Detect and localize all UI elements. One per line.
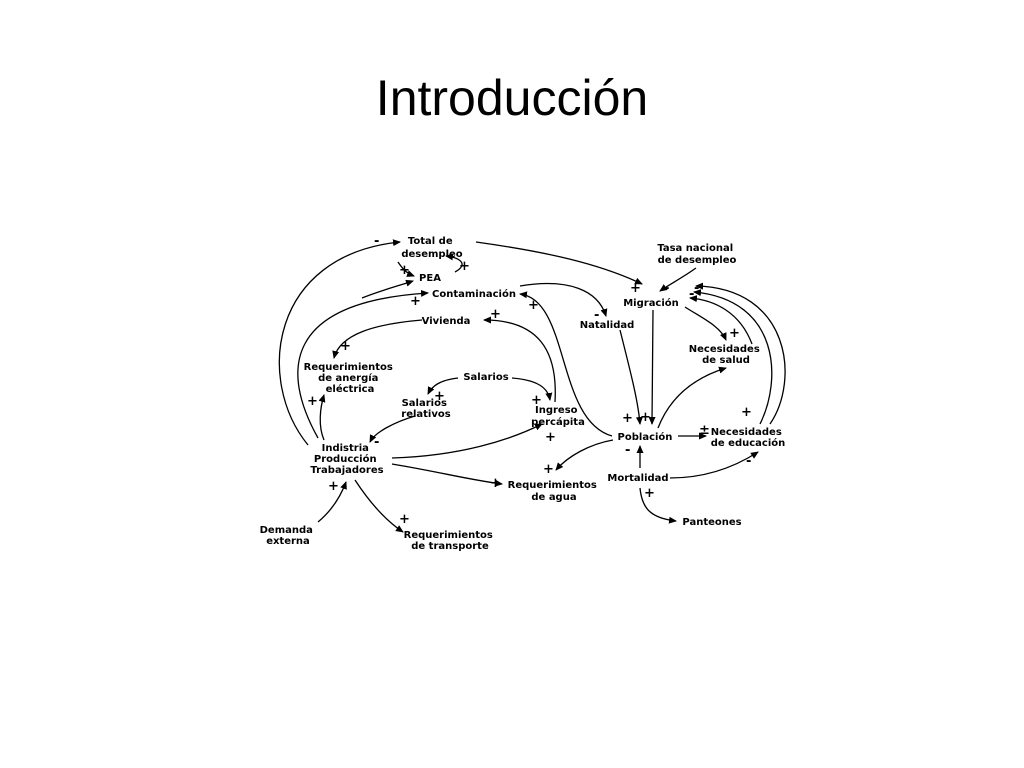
link-industria-req-transporte	[354, 479, 404, 533]
sign-plus: +	[434, 389, 445, 404]
link-poblacion-necesidades-salud	[657, 366, 727, 429]
sign-minus: -	[694, 281, 699, 296]
node-demanda-externa: Demanda externa	[260, 525, 317, 547]
node-salarios: Salarios	[463, 372, 508, 383]
link-migracion-poblacion	[648, 309, 656, 425]
sign-plus: +	[399, 512, 410, 527]
node-total-desempleo: Total de desempleo	[401, 236, 462, 260]
link-mortalidad-necesidades-educacion	[669, 451, 759, 479]
link-natalidad-poblacion	[619, 329, 643, 425]
sign-plus: +	[459, 259, 470, 274]
link-contaminacion-natalidad	[519, 282, 608, 317]
sign-plus: +	[630, 281, 641, 296]
node-req-energia: Requerimientos de anergía eléctrica	[304, 362, 397, 395]
sign-plus: +	[307, 394, 318, 409]
link-necesidades-educacion-migracion	[693, 289, 773, 425]
link-necesidades-salud-migracion	[689, 295, 753, 345]
node-necesidades-educacion: Necesidades de educación	[711, 427, 786, 449]
node-industria: Indistria Producción Trabajadores	[310, 443, 383, 476]
sign-plus: +	[399, 263, 410, 278]
node-natalidad: Natalidad	[580, 320, 635, 331]
sign-plus: +	[640, 410, 651, 425]
sign-plus: +	[644, 486, 655, 501]
node-req-transporte: Requerimientos de transporte	[404, 530, 497, 552]
node-req-agua: Requerimientos de agua	[508, 480, 601, 503]
sign-plus: +	[528, 298, 539, 313]
node-ingreso-percapita: Ingreso percápita	[531, 405, 585, 428]
link-necesidades-educacion-migracion-outer	[695, 282, 786, 425]
link-total-desempleo-migracion	[475, 241, 643, 285]
sign-minus: -	[625, 443, 630, 458]
sign-plus: +	[328, 479, 339, 494]
polarity-signs: - + + + + + + - - - - + + + + + + + + - …	[307, 234, 752, 527]
diagram-nodes: Total de desempleo PEA Tasa nacional de …	[260, 236, 786, 552]
node-salarios-relativos: Salarios relativos	[401, 398, 450, 420]
sign-minus: -	[664, 281, 669, 296]
sign-plus: +	[490, 476, 501, 491]
link-demanda-industria	[317, 481, 347, 523]
node-pea: PEA	[419, 273, 441, 284]
link-salarios-relativos-industria	[369, 415, 416, 443]
node-migracion: Migración	[623, 297, 679, 309]
link-poblacion-req-agua	[555, 439, 614, 471]
node-mortalidad: Mortalidad	[607, 473, 668, 484]
link-industria-req-energia	[318, 394, 326, 441]
link-pea-total-desempleo	[445, 253, 463, 273]
sign-minus: -	[374, 435, 379, 450]
link-industria-ingreso	[391, 423, 543, 459]
link-salarios-ingreso	[511, 377, 553, 401]
link-ingreso-vivienda	[483, 316, 556, 403]
sign-minus: -	[746, 454, 751, 469]
link-industria-req-agua	[391, 463, 503, 487]
node-contaminacion: Contaminación	[432, 288, 516, 300]
sign-plus: +	[543, 462, 554, 477]
sign-plus: +	[410, 294, 421, 309]
sign-plus: +	[340, 339, 351, 354]
link-industria-pea	[361, 279, 414, 299]
sign-plus: +	[531, 393, 542, 408]
sign-plus: +	[490, 307, 501, 322]
sign-plus: +	[622, 411, 633, 426]
page-title: Introducción	[375, 70, 649, 126]
sign-plus: +	[729, 326, 740, 341]
node-panteones: Panteones	[682, 517, 741, 528]
sign-plus-minus: ±	[699, 423, 710, 438]
node-vivienda: Vivienda	[422, 316, 471, 327]
link-poblacion-contaminacion	[519, 291, 613, 437]
sign-plus: +	[741, 405, 752, 420]
node-necesidades-salud: Necesidades de salud	[689, 344, 764, 366]
link-industria-contaminacion	[297, 289, 429, 439]
link-industria-total-desempleo	[278, 239, 401, 446]
link-salarios-salarios-relativos	[427, 377, 459, 395]
sign-minus: -	[689, 287, 694, 302]
node-tasa-nacional-desempleo: Tasa nacional de desempleo	[657, 243, 736, 266]
link-vivienda-req-energia	[332, 319, 423, 359]
link-tasa-migracion	[659, 267, 697, 292]
sign-plus: +	[545, 430, 556, 445]
link-mortalidad-panteones	[639, 487, 677, 524]
link-migracion-necesidades-salud	[684, 306, 727, 341]
diagram-links	[278, 239, 786, 533]
sign-minus: -	[374, 234, 379, 249]
sign-minus: -	[594, 308, 599, 323]
link-total-desempleo-pea	[397, 261, 415, 277]
node-poblacion: Población	[618, 431, 673, 443]
